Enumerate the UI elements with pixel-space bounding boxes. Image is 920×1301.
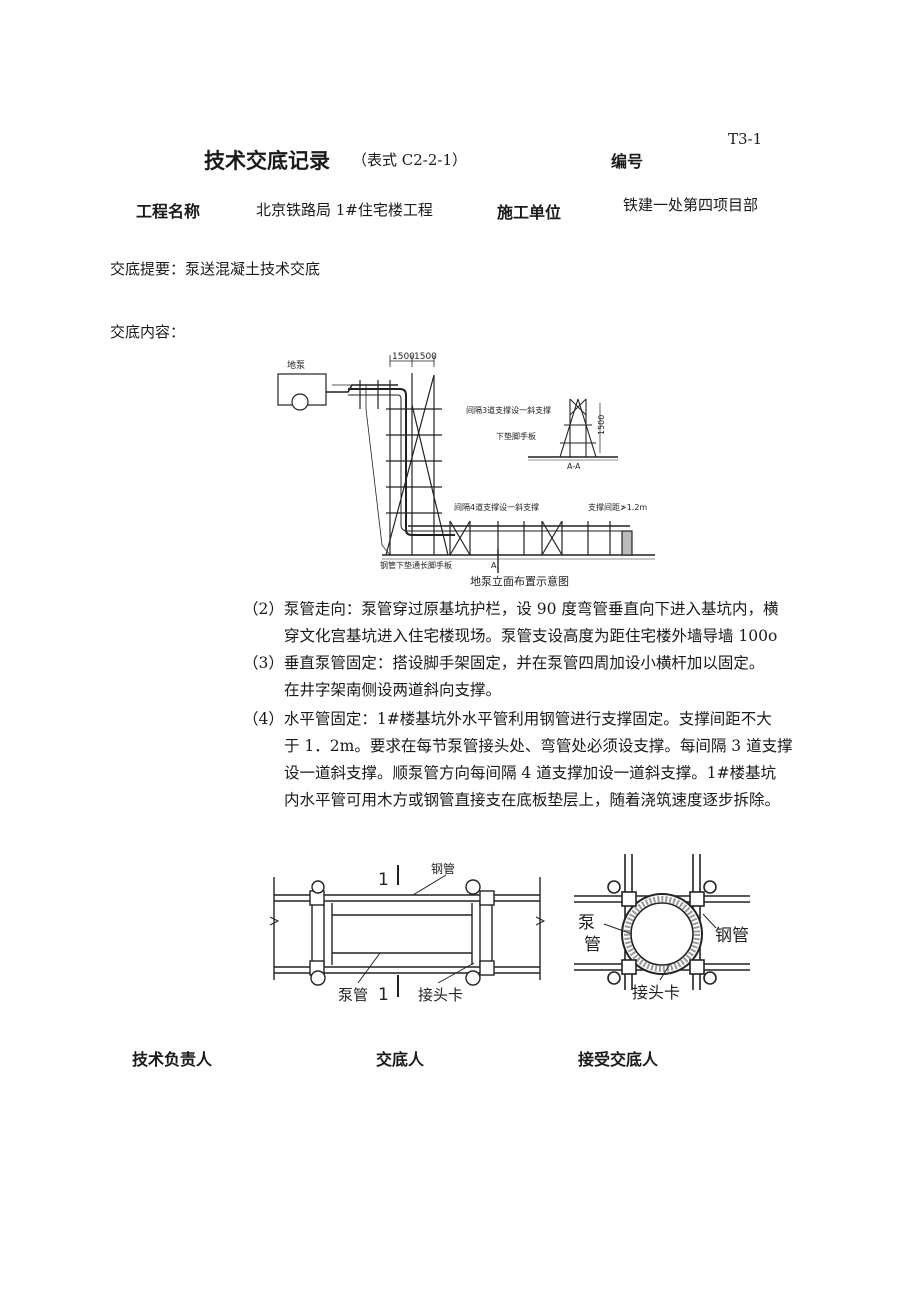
- form-code: T3-1: [728, 130, 763, 148]
- pump-label: 地泵: [287, 359, 305, 371]
- form-number: （表式 C2-2-1）: [352, 151, 468, 169]
- paragraph-4-line-1: 水平管固定：1#楼基坑外水平管利用钢管进行支撑固定。支撑间距不大: [283, 710, 772, 728]
- pipe-support-elevation-diagram: 1 钢管 泵管 1 接头卡: [269, 861, 546, 1005]
- steel-pipe-label-partial: 钢管: [431, 861, 455, 876]
- paragraph-3-line-2: 在井字架南侧设两道斜向支撑。: [284, 681, 502, 699]
- section-aa-label: A-A: [567, 462, 581, 471]
- paragraph-3: （3）垂直泵管固定：搭设脚手架固定，并在泵管四周加设小横杆加以固定。 在井字架南…: [243, 650, 764, 704]
- serial-number-label: 编号: [611, 152, 644, 171]
- paragraph-3-num: （3）: [243, 654, 284, 672]
- pump-elevation-diagram: 地泵 1500 1500 间隔3道支撑设一斜支撑 下垫脚手板 1500 A-A …: [277, 352, 655, 588]
- paragraph-4-num: （4）: [243, 710, 284, 728]
- joint-clamp-label: 接头卡: [418, 986, 463, 1004]
- pump-label-char-1: 泵: [578, 913, 595, 933]
- pump-pipe-label: 泵管: [338, 986, 368, 1004]
- section-mark-1-bottom: 1: [378, 985, 389, 1005]
- paragraph-2-num: （2）: [243, 600, 284, 618]
- section-height-dim: 1500: [597, 415, 606, 435]
- brace-note-every-3: 间隔3道支撑设一斜支撑: [466, 405, 551, 415]
- paragraph-4: （4）水平管固定：1#楼基坑外水平管利用钢管进行支撑固定。支撑间距不大 于 1．…: [243, 706, 793, 814]
- paragraph-2-line-2: 穿文化宫基坑进入住宅楼现场。泵管支设高度为距住宅楼外墙导墙 100o: [284, 627, 778, 645]
- project-name-value: 北京铁路局 1#住宅楼工程: [256, 201, 433, 219]
- construction-unit-value: 铁建一处第四项目部: [623, 196, 759, 214]
- section-mark-1-top: 1: [378, 870, 389, 890]
- receiver-signature-label: 接受交底人: [578, 1050, 659, 1069]
- clamp-label: 接头卡: [632, 983, 680, 1002]
- construction-unit-label: 施工单位: [497, 203, 562, 222]
- brace-note-every-4: 间隔4道支撑设一斜支撑: [454, 502, 539, 512]
- project-name-label: 工程名称: [136, 202, 201, 221]
- summary-value: 泵送混凝土技术交底: [185, 260, 321, 278]
- summary-label: 交底提要：: [110, 260, 186, 278]
- tech-lead-signature-label: 技术负责人: [132, 1050, 213, 1069]
- paragraph-4-line-4: 内水平管可用木方或钢管直接支在底板垫层上，随着浇筑速度逐步拆除。: [284, 791, 781, 809]
- paragraph-2: （2）泵管走向：泵管穿过原基坑护栏，设 90 度弯管垂直向下进入基坑内，横 穿文…: [243, 596, 778, 650]
- steel-pipe-label: 钢管: [715, 926, 749, 946]
- paragraph-4-line-3: 设一道斜支撑。顺泵管方向每间隔 4 道支撑加设一道斜支撑。1#楼基坑: [284, 764, 777, 782]
- support-spacing-note: 支撑间距≯1.2m: [588, 502, 647, 512]
- pump-label-char-2: 管: [584, 935, 601, 955]
- pipe-clamp-section-diagram: 泵 管 钢管 接头卡: [574, 854, 750, 1002]
- pipe-plate-note: 钢管下垫通长脚手板: [380, 560, 452, 570]
- presenter-signature-label: 交底人: [376, 1050, 425, 1069]
- scaffold-plate-note: 下垫脚手板: [496, 431, 536, 441]
- vertical-pump-pipe: [348, 388, 455, 536]
- dim-1500-right: 1500: [414, 352, 437, 362]
- paragraph-4-line-2: 于 1．2m。要求在每节泵管接头处、弯管处必须设支撑。每间隔 3 道支撑: [284, 737, 793, 755]
- paragraph-3-line-1: 垂直泵管固定：搭设脚手架固定，并在泵管四周加设小横杆加以固定。: [283, 654, 765, 672]
- dim-1500-left: 1500: [392, 352, 415, 362]
- pipe-inner-wall: [630, 902, 694, 966]
- section-mark-a: A: [491, 561, 497, 570]
- document-title: 技术交底记录: [204, 149, 330, 173]
- paragraph-2-line-1: 泵管走向：泵管穿过原基坑护栏，设 90 度弯管垂直向下进入基坑内，横: [283, 600, 779, 618]
- figure1-caption: 地泵立面布置示意图: [470, 574, 569, 588]
- content-label: 交底内容：: [110, 323, 186, 341]
- vertical-pump-pipe-inner: [348, 394, 409, 532]
- summary-line: 交底提要：泵送混凝土技术交底: [110, 258, 320, 279]
- pump-wheel: [291, 393, 309, 411]
